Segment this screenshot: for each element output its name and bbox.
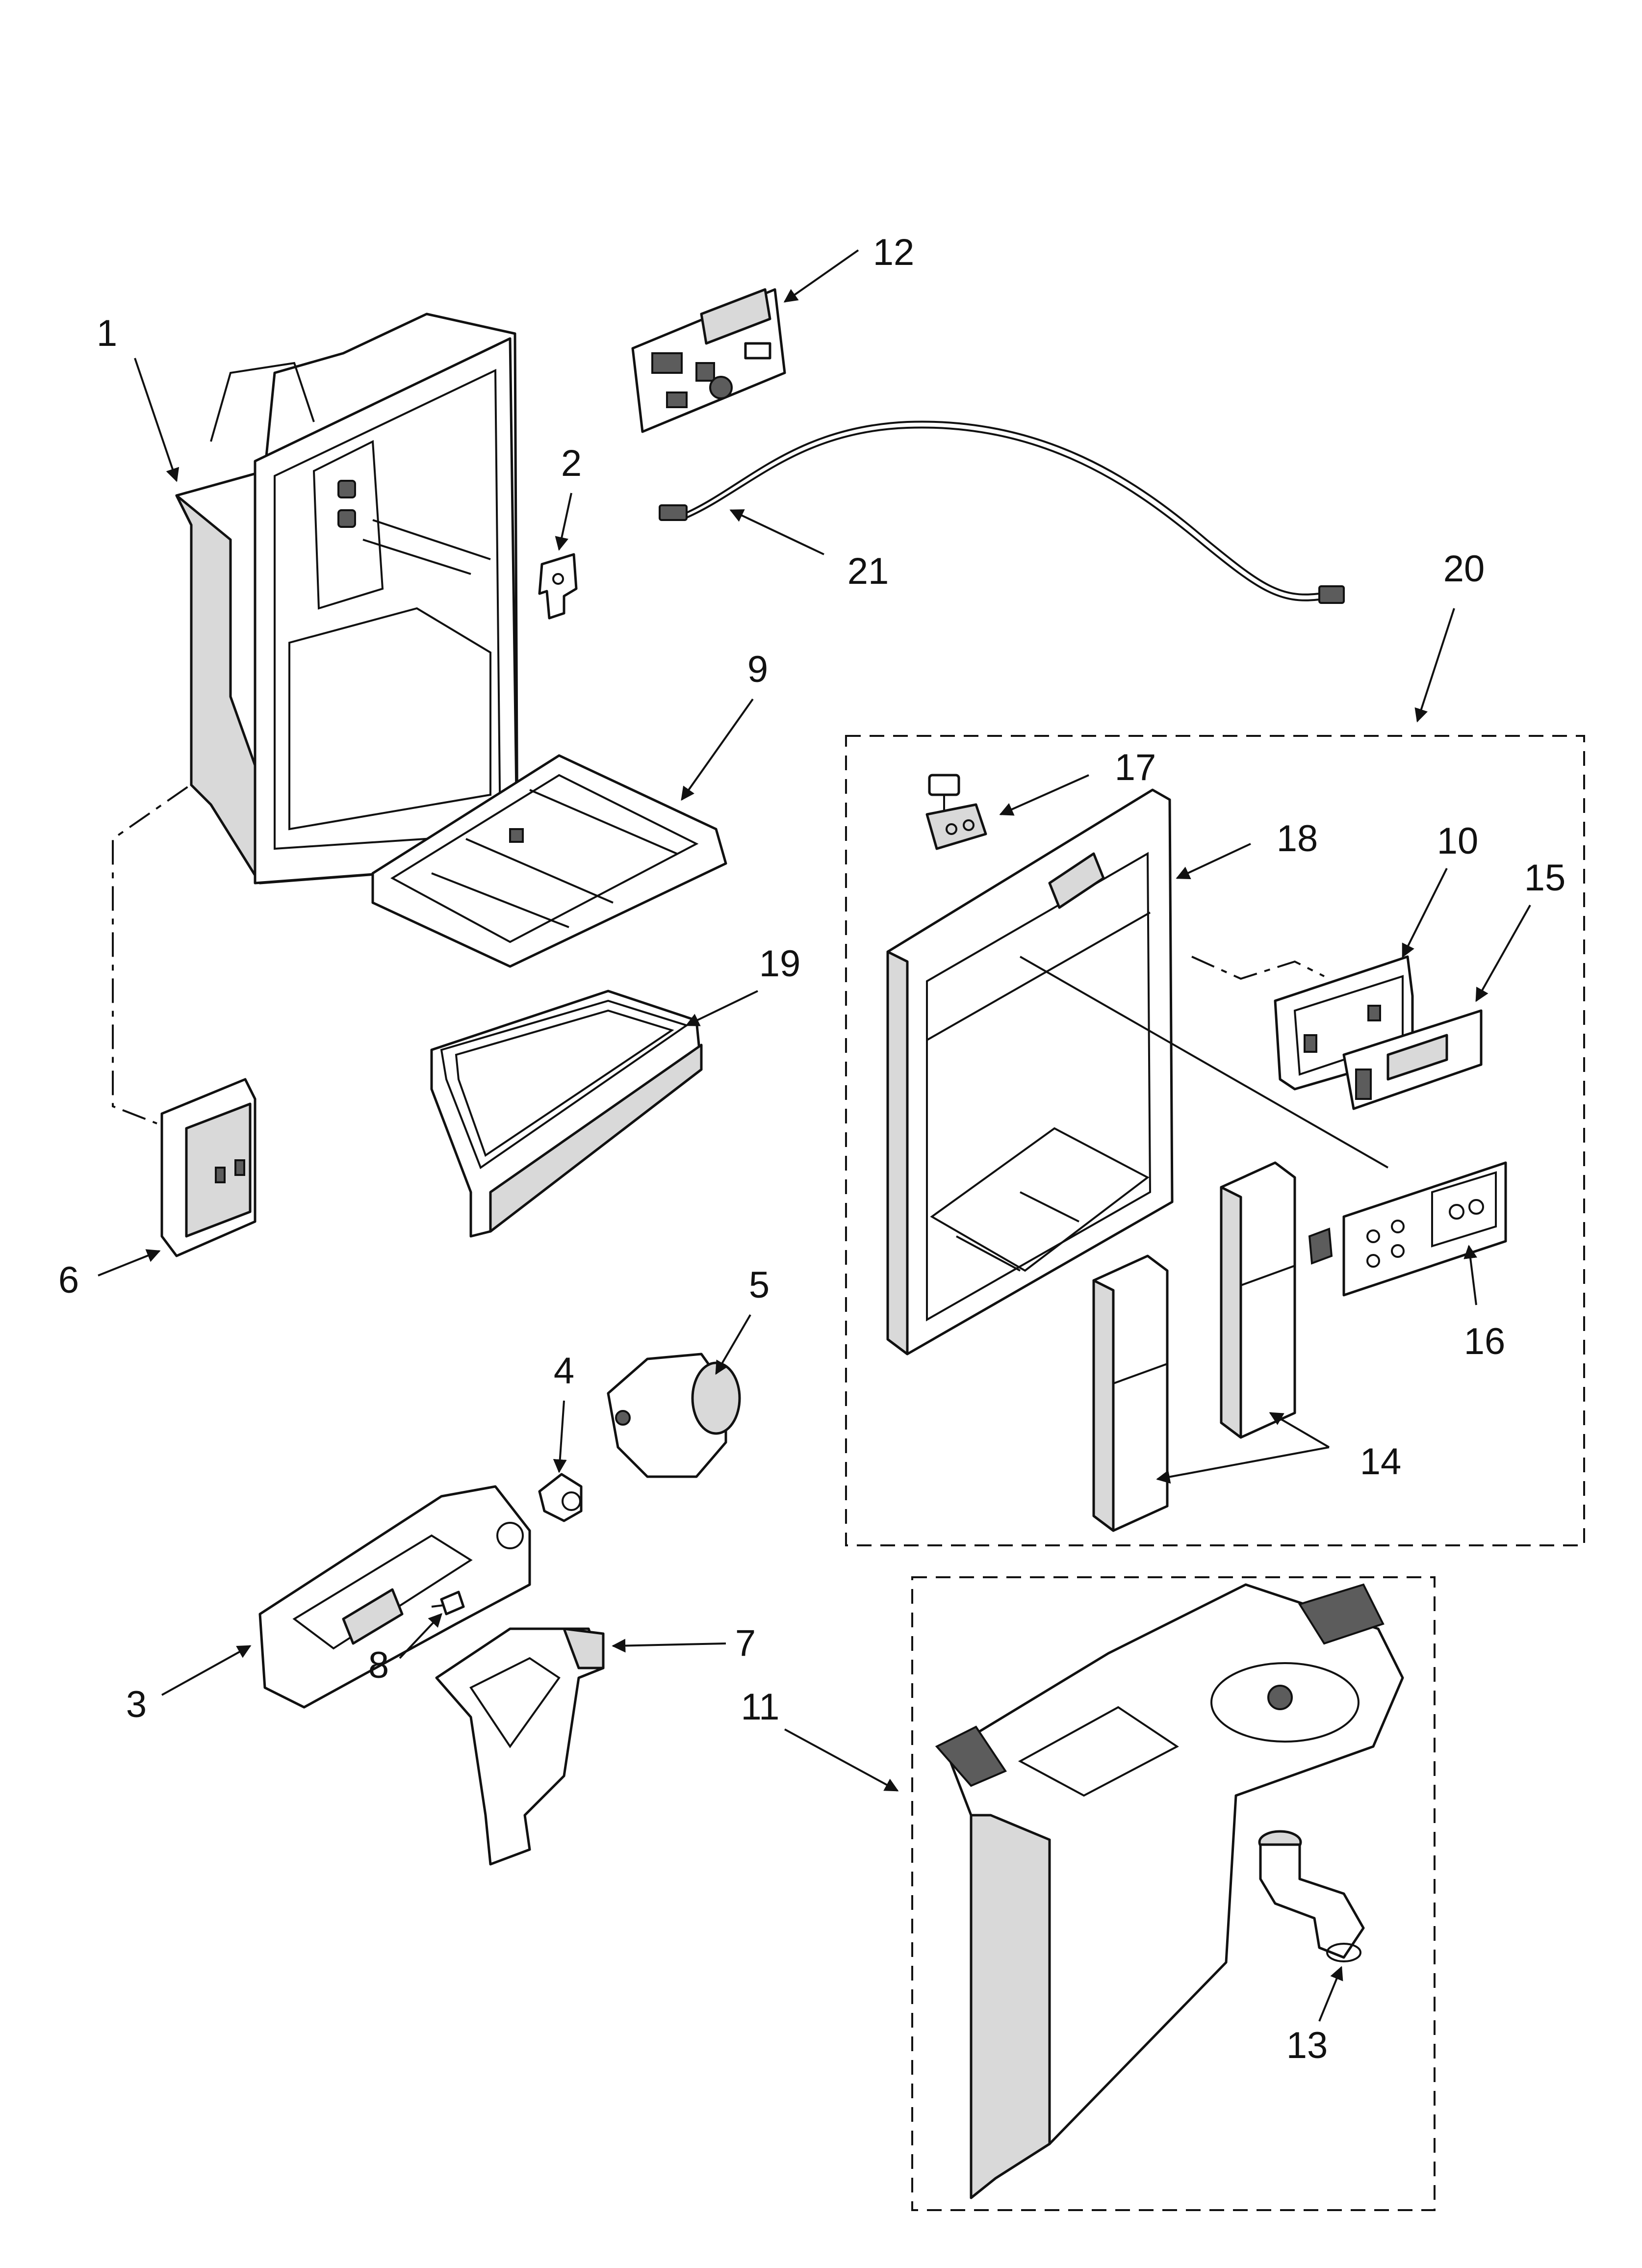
leader-6 [98,1249,161,1277]
part-label-20: 20 [1443,548,1485,590]
ice-chute-part [935,1583,1404,2199]
part-label-21: 21 [847,550,889,592]
part-label-2: 2 [561,443,582,484]
leader-11 [784,1728,899,1792]
leader-4 [553,1400,567,1473]
part-label-16: 16 [1464,1321,1506,1362]
leader-20 [1414,608,1455,723]
part-label-14: 14 [1360,1441,1402,1483]
wire-harness-part [659,420,1345,604]
leader-9 [681,698,754,801]
leader-18 [1176,843,1251,880]
alignment-line-frame-to-module [1191,956,1325,980]
dispenser-assembly-group-box [845,735,1585,1546]
leader-2 [555,493,572,551]
part-label-15: 15 [1524,857,1566,899]
leader-8 [399,1613,442,1659]
control-panel-part [1308,1161,1507,1297]
switch-part [925,774,987,850]
leader-1 [134,358,180,482]
part-label-7: 7 [735,1622,756,1664]
dispenser-paddle-right-part [1220,1161,1296,1439]
leader-12 [783,249,859,303]
circuit-board-part [1342,1009,1483,1110]
leader-17 [999,774,1089,816]
elbow-fitting-part [1258,1830,1365,1962]
part-label-11: 11 [741,1686,780,1728]
screw-part [431,1590,465,1616]
leader-19 [685,990,758,1026]
leader-5 [715,1314,751,1375]
leader-14a [1156,1446,1330,1484]
part-label-9: 9 [747,649,768,690]
part-label-3: 3 [126,1684,147,1725]
drip-tray-part [430,990,703,1238]
paddle-lever-part [435,1627,605,1866]
part-label-8: 8 [368,1644,389,1686]
leader-16 [1463,1245,1478,1305]
part-label-17: 17 [1115,747,1156,788]
part-label-18: 18 [1277,818,1318,860]
actuator-housing-part [258,1485,531,1709]
dispenser-paddle-left-part [1092,1254,1169,1532]
part-label-12: 12 [873,232,915,273]
part-label-4: 4 [554,1350,574,1392]
part-label-10: 10 [1437,820,1479,862]
part-label-13: 13 [1286,2025,1328,2066]
clip-part [538,553,578,620]
leader-13 [1318,1966,1343,2022]
ice-chute-assembly-group-box [911,1576,1436,2211]
leader-14b [1269,1412,1330,1448]
leader-7 [612,1639,726,1653]
dispenser-frame-part [886,788,1388,1356]
control-board-part [631,288,786,433]
part-label-1: 1 [97,313,117,354]
tray-part [371,754,727,968]
motor-part [607,1353,741,1478]
leader-15 [1475,905,1531,1002]
alignment-line-housing-to-cover [112,575,491,1124]
part-label-19: 19 [759,943,801,985]
leader-21 [729,509,824,555]
bracket-part [160,1078,257,1257]
cam-part [538,1473,583,1522]
leader-10 [1402,868,1448,958]
ice-housing-part [175,313,519,885]
leader-3 [161,1645,252,1696]
part-label-5: 5 [749,1264,770,1306]
part-label-6: 6 [58,1259,79,1301]
